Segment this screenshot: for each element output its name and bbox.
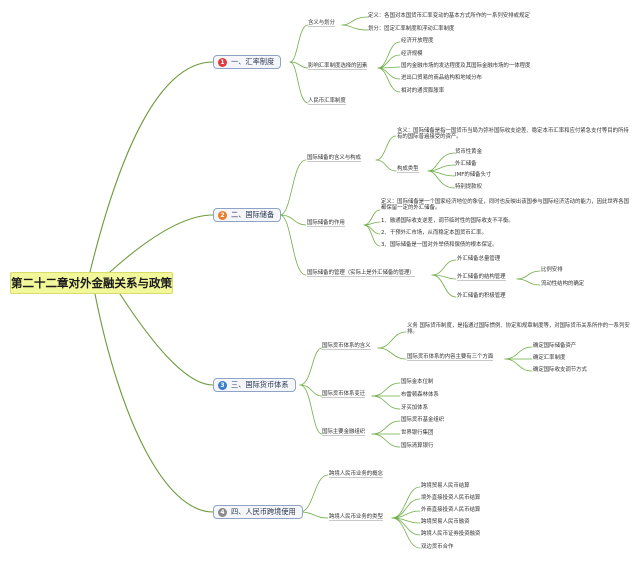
node-factor-2[interactable]: 经济规模 [401,51,423,57]
number-badge-2: 2 [218,210,227,220]
node-type-2[interactable]: 外汇储备 [455,161,477,167]
node-role-3[interactable]: 3、国际储备是一国对外举债和偿债的根本保证。 [381,242,498,248]
node-biz-1[interactable]: 跨境贸易人民币结算 [421,483,470,489]
node-def-b[interactable]: 划分：固定汇率制度和浮动汇率制度 [368,26,455,32]
node-reserve-definition[interactable]: 含义：国际储备是指一国货币当局为弥补国际收支逆差、稳定本币汇率和应付紧急支付等目… [397,128,629,141]
node-change-3[interactable]: 牙买加体系 [401,405,428,411]
node-rmb-biz-head[interactable]: 跨境人民币业务的类型 [329,514,383,522]
node-content-1[interactable]: 确定国际储备资产 [533,343,577,349]
node-change-2[interactable]: 布雷顿森林体系 [401,392,439,398]
root-topic[interactable]: 第二十二章对外金融关系与政策 [10,272,173,294]
node-reserve-meaning[interactable]: 国际储备的含义与构成 [307,155,361,163]
node-biz-2[interactable]: 境外直接投资人民币结算 [421,495,481,501]
node-change-1[interactable]: 国际金本位制 [401,379,434,385]
node-factor-1[interactable]: 经济开放程度 [401,38,434,44]
node-role-1[interactable]: 1、融通国际收支逆差，调节临时性的国际收支不平衡。 [381,218,514,224]
node-system-meaning[interactable]: 国际货币体系的含义 [322,343,371,351]
node-rmb-concept[interactable]: 跨境人民币业务的概念 [329,471,383,479]
node-biz-4[interactable]: 跨境贸易人民币融资 [421,519,470,525]
branch-rmb-cross-border[interactable]: 4 四、人民币跨境使用 [213,505,303,519]
node-factor-head[interactable]: 影响汇率制度选择的因素 [308,63,368,71]
number-badge-1: 1 [218,57,227,67]
number-badge-4: 4 [218,507,227,517]
branch-international-monetary-system[interactable]: 3 三、国际货币体系 [213,378,296,392]
node-type-3[interactable]: IMF的储备头寸 [455,172,492,178]
branch-international-reserves[interactable]: 2 二、国际储备 [213,208,282,222]
node-type-1[interactable]: 货币性黄金 [455,149,482,155]
edge-root-b2 [109,214,214,273]
node-mgmt-structure[interactable]: 外汇储备的结构管理 [457,274,506,282]
branch-label: 三、国际货币体系 [231,380,289,389]
node-system-definition[interactable]: 义务 国际货币制度，是指通过国际惯例、协定和规章制度等，对国际货币关系所作的一系… [407,323,630,336]
node-role-2[interactable]: 2、干预外汇市场，从而稳定本国货币汇率。 [381,230,487,236]
branch-exchange-rate-system[interactable]: 1 一、汇率制度 [213,55,282,69]
edge-root-b1 [89,61,214,273]
node-mgmt-head[interactable]: 国际储备的管理（实际上是外汇储备的管理） [307,270,415,278]
node-change-head[interactable]: 国际货币体系变迁 [322,391,366,399]
node-content-head[interactable]: 国际货币体系的内容主要有三个方面 [407,354,494,362]
node-role-definition[interactable]: 定义：国际储备是一个国家经济地位的象征，同时也反映出该国参与国际经济活动的能力，… [381,199,629,212]
branch-label: 四、人民币跨境使用 [231,507,296,516]
node-role-head[interactable]: 国际储备的作用 [307,220,345,228]
node-type-head[interactable]: 构成类型 [397,166,419,174]
node-struct-2[interactable]: 流动性结构的确定 [541,281,585,287]
node-content-2[interactable]: 确定汇率制度 [533,355,566,361]
branch-label: 二、国际储备 [231,210,275,219]
node-org-3[interactable]: 国际清算银行 [401,443,434,449]
number-badge-3: 3 [218,380,227,390]
node-org-head[interactable]: 国际主要金融组织 [322,429,366,437]
node-mgmt-total[interactable]: 外汇储备总量管理 [457,256,501,262]
node-def-a[interactable]: 定义：各国对本国货币汇率变动的基本方式所作的一系列安排或规定 [368,13,530,19]
node-biz-6[interactable]: 双边货币合作 [421,544,454,550]
node-biz-5[interactable]: 跨境人民币证券投资融资 [421,531,481,537]
node-factor-4[interactable]: 进出口贸易的商品结构和地域分布 [401,75,482,81]
node-type-4[interactable]: 特别提款权 [455,184,482,190]
edge-root-b3 [119,293,214,386]
node-rmb-regime[interactable]: 人民币汇率制度 [308,98,346,106]
node-def-head[interactable]: 含义与划分 [308,20,335,28]
node-factor-5[interactable]: 相对的通货膨胀率 [401,88,445,94]
node-org-1[interactable]: 国际货币基金组织 [401,417,445,423]
node-factor-3[interactable]: 国内金融市场的发达程度及其国际金融市场的一体程度 [401,63,531,69]
edge-root-b4 [94,293,214,513]
node-biz-3[interactable]: 外商直接投资人民币结算 [421,507,481,513]
node-org-2[interactable]: 世界银行集团 [401,430,434,436]
node-content-3[interactable]: 确定国际收支调节方式 [533,367,587,373]
node-struct-1[interactable]: 比例安排 [541,267,563,273]
node-mgmt-active[interactable]: 外汇储备的积极管理 [457,293,506,299]
branch-label: 一、汇率制度 [231,57,275,66]
